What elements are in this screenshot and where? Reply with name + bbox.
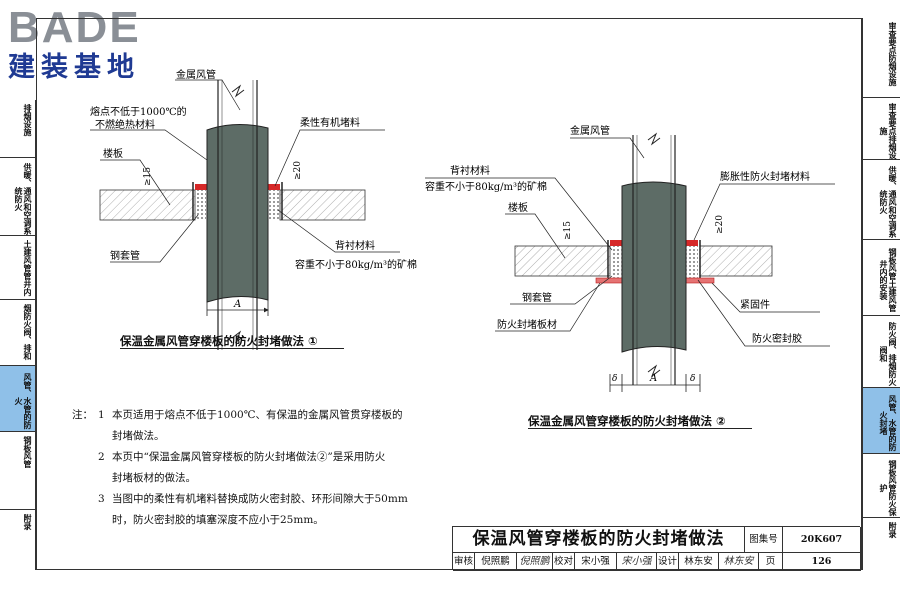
fig2-dim-d-left: δ: [612, 374, 617, 384]
left-index-tabs: 排烟设施 供暖、通风和空调系统防火 土建风管管井内 烟防火阀、排和 风管、水管的…: [0, 100, 36, 570]
page-number: 126: [783, 553, 861, 571]
left-tab-steel-duct[interactable]: 钢板风管: [0, 432, 36, 510]
fig2-label-backing: 背衬材料: [450, 164, 490, 177]
designer-signature: 林东安: [719, 553, 759, 571]
fig1-label-sleeve: 钢套管: [110, 249, 140, 262]
fig1-floor-slab-left: [99, 189, 196, 221]
note-item: 注： 1 本页适用于熔点不低于1000℃、有保温的金属风管贯穿楼板的封堵做法。: [72, 409, 403, 442]
fig1-mineral-wool-left: [196, 190, 206, 220]
left-tab-firestop-active[interactable]: 风管、水管的防火: [0, 366, 36, 432]
title-block: 保温风管穿楼板的防火封堵做法 图集号 20K607 审核 倪照鹏 倪照鹏 校对 …: [452, 526, 861, 571]
fig1-label-nonflammable-2: 不燃绝热材料: [95, 118, 155, 131]
drawing-title: 保温风管穿楼板的防火封堵做法: [453, 527, 745, 553]
figure1-detail: A 金属风管 熔点不低于1000℃的 不燃绝热材料 柔性有机堵料 楼板 ≥15 …: [90, 68, 417, 350]
notes-section: 注： 1 本页适用于熔点不低于1000℃、有保温的金属风管贯穿楼板的封堵做法。 …: [72, 405, 442, 531]
figure1-caption: 保温金属风管穿楼板的防火封堵做法 ①: [120, 334, 318, 348]
right-index-tabs: 审查要点防烟设施 审查要点排烟设施 供暖、通风和空调系统防火 钢板风管土建风管井…: [862, 18, 900, 570]
fig2-label-sealant: 防火密封胶: [752, 332, 802, 345]
figure2-caption: 保温金属风管穿楼板的防火封堵做法 ②: [528, 414, 726, 428]
fig2-dim-a: A: [649, 373, 657, 384]
fig2-label-density: 容重不小于80kg/m³的矿棉: [425, 180, 547, 193]
design-label: 设计: [657, 553, 679, 571]
figure1-caption-underline: [120, 348, 344, 349]
atlas-no-value: 20K607: [783, 527, 861, 553]
figure2-detail: δ A δ 金属风管 背衬材料 容重不小于80kg/m³的矿棉 膨胀性防火封堵材…: [425, 124, 835, 392]
reviewer-signature: 倪照鹏: [517, 553, 553, 571]
bade-logo: BADE 建装基地: [8, 6, 183, 92]
reviewer-name: 倪照鹏: [475, 553, 517, 571]
fig1-label-nonflammable-1: 熔点不低于1000℃的: [90, 105, 187, 118]
right-tab-fire-protection[interactable]: 钢板风管防火保护: [862, 454, 900, 518]
designer-name: 林东安: [679, 553, 719, 571]
fig2-label-fastener: 紧固件: [740, 299, 770, 311]
fig1-label-flexible: 柔性有机堵料: [300, 116, 360, 129]
fig2-dim-15: ≥15: [563, 221, 573, 240]
fig1-dim-15: ≥15: [143, 167, 153, 186]
left-tab-shaft[interactable]: 土建风管管井内: [0, 236, 36, 300]
check-label: 校对: [553, 553, 575, 571]
right-tab-hvac-fire[interactable]: 供暖、通风和空调系统防火: [862, 160, 900, 240]
right-tab-smoke-exhaust[interactable]: 审查要点排烟设施: [862, 98, 900, 160]
left-tab-hvac-fire[interactable]: 供暖、通风和空调系统防火: [0, 158, 36, 236]
note-item: 2 本页中“保温金属风管穿楼板的防火封堵做法②”是采用防火封堵板材的做法。: [98, 451, 386, 484]
figure2-caption-underline: [528, 428, 752, 429]
fig2-label-floor: 楼板: [508, 201, 528, 214]
fig1-mineral-wool-right: [268, 190, 280, 220]
fig2-mineral-wool-left: [611, 246, 623, 278]
fig2-insulated-duct: [621, 181, 687, 353]
fig1-label-duct: 金属风管: [176, 68, 216, 81]
left-tab-appendix[interactable]: 附录: [0, 510, 36, 570]
logo-wordmark: BADE: [8, 3, 141, 52]
right-tab-smoke-control[interactable]: 审查要点防烟设施: [862, 18, 900, 98]
fig2-mineral-wool-right: [686, 246, 698, 278]
right-tab-shaft-install[interactable]: 钢板风管土建风管井内的安装: [862, 240, 900, 316]
fig2-intumescent-left: [610, 240, 622, 246]
checker-signature: 宋小强: [617, 553, 657, 571]
fig2-label-intumescent: 膨胀性防火封堵材料: [720, 170, 810, 183]
fig1-organic-sealant-left: [195, 184, 207, 190]
fig1-label-floor: 楼板: [103, 147, 123, 160]
fig2-dim-d-right: δ: [690, 374, 695, 384]
fig2-label-board: 防火封堵板材: [497, 318, 557, 331]
fig1-label-backing: 背衬材料: [335, 239, 375, 252]
drawing-frame: [36, 18, 862, 570]
fig2-floor-slab-left: [514, 245, 611, 277]
review-label: 审核: [453, 553, 475, 571]
atlas-no-label: 图集号: [745, 527, 783, 553]
fig2-label-duct: 金属风管: [570, 124, 610, 137]
fig1-label-density: 容重不小于80kg/m³的矿棉: [295, 258, 417, 271]
right-tab-appendix[interactable]: 附录: [862, 518, 900, 570]
fig2-intumescent-right: [686, 240, 698, 246]
fig2-dim-20: ≥20: [715, 215, 725, 234]
checker-name: 宋小强: [575, 553, 617, 571]
fig2-label-sleeve: 钢套管: [522, 291, 552, 304]
logo-subtitle: 建装基地: [8, 52, 140, 83]
fig1-floor-slab-right: [279, 189, 366, 221]
right-tab-dampers[interactable]: 防火阀、排烟防火阀和: [862, 316, 900, 388]
fig1-insulated-duct: [206, 124, 269, 303]
right-tab-firestop-active[interactable]: 风管、水管的防火封堵: [862, 388, 900, 454]
fig2-floor-slab-right: [699, 245, 773, 277]
fig1-dim-a: A: [233, 299, 241, 310]
fig1-dim-20: ≥20: [293, 161, 303, 180]
fig1-organic-sealant-right: [268, 184, 280, 190]
page-label: 页: [759, 553, 783, 571]
left-tab-smoke-exhaust[interactable]: 排烟设施: [0, 100, 36, 158]
left-tab-dampers[interactable]: 烟防火阀、排和: [0, 300, 36, 366]
